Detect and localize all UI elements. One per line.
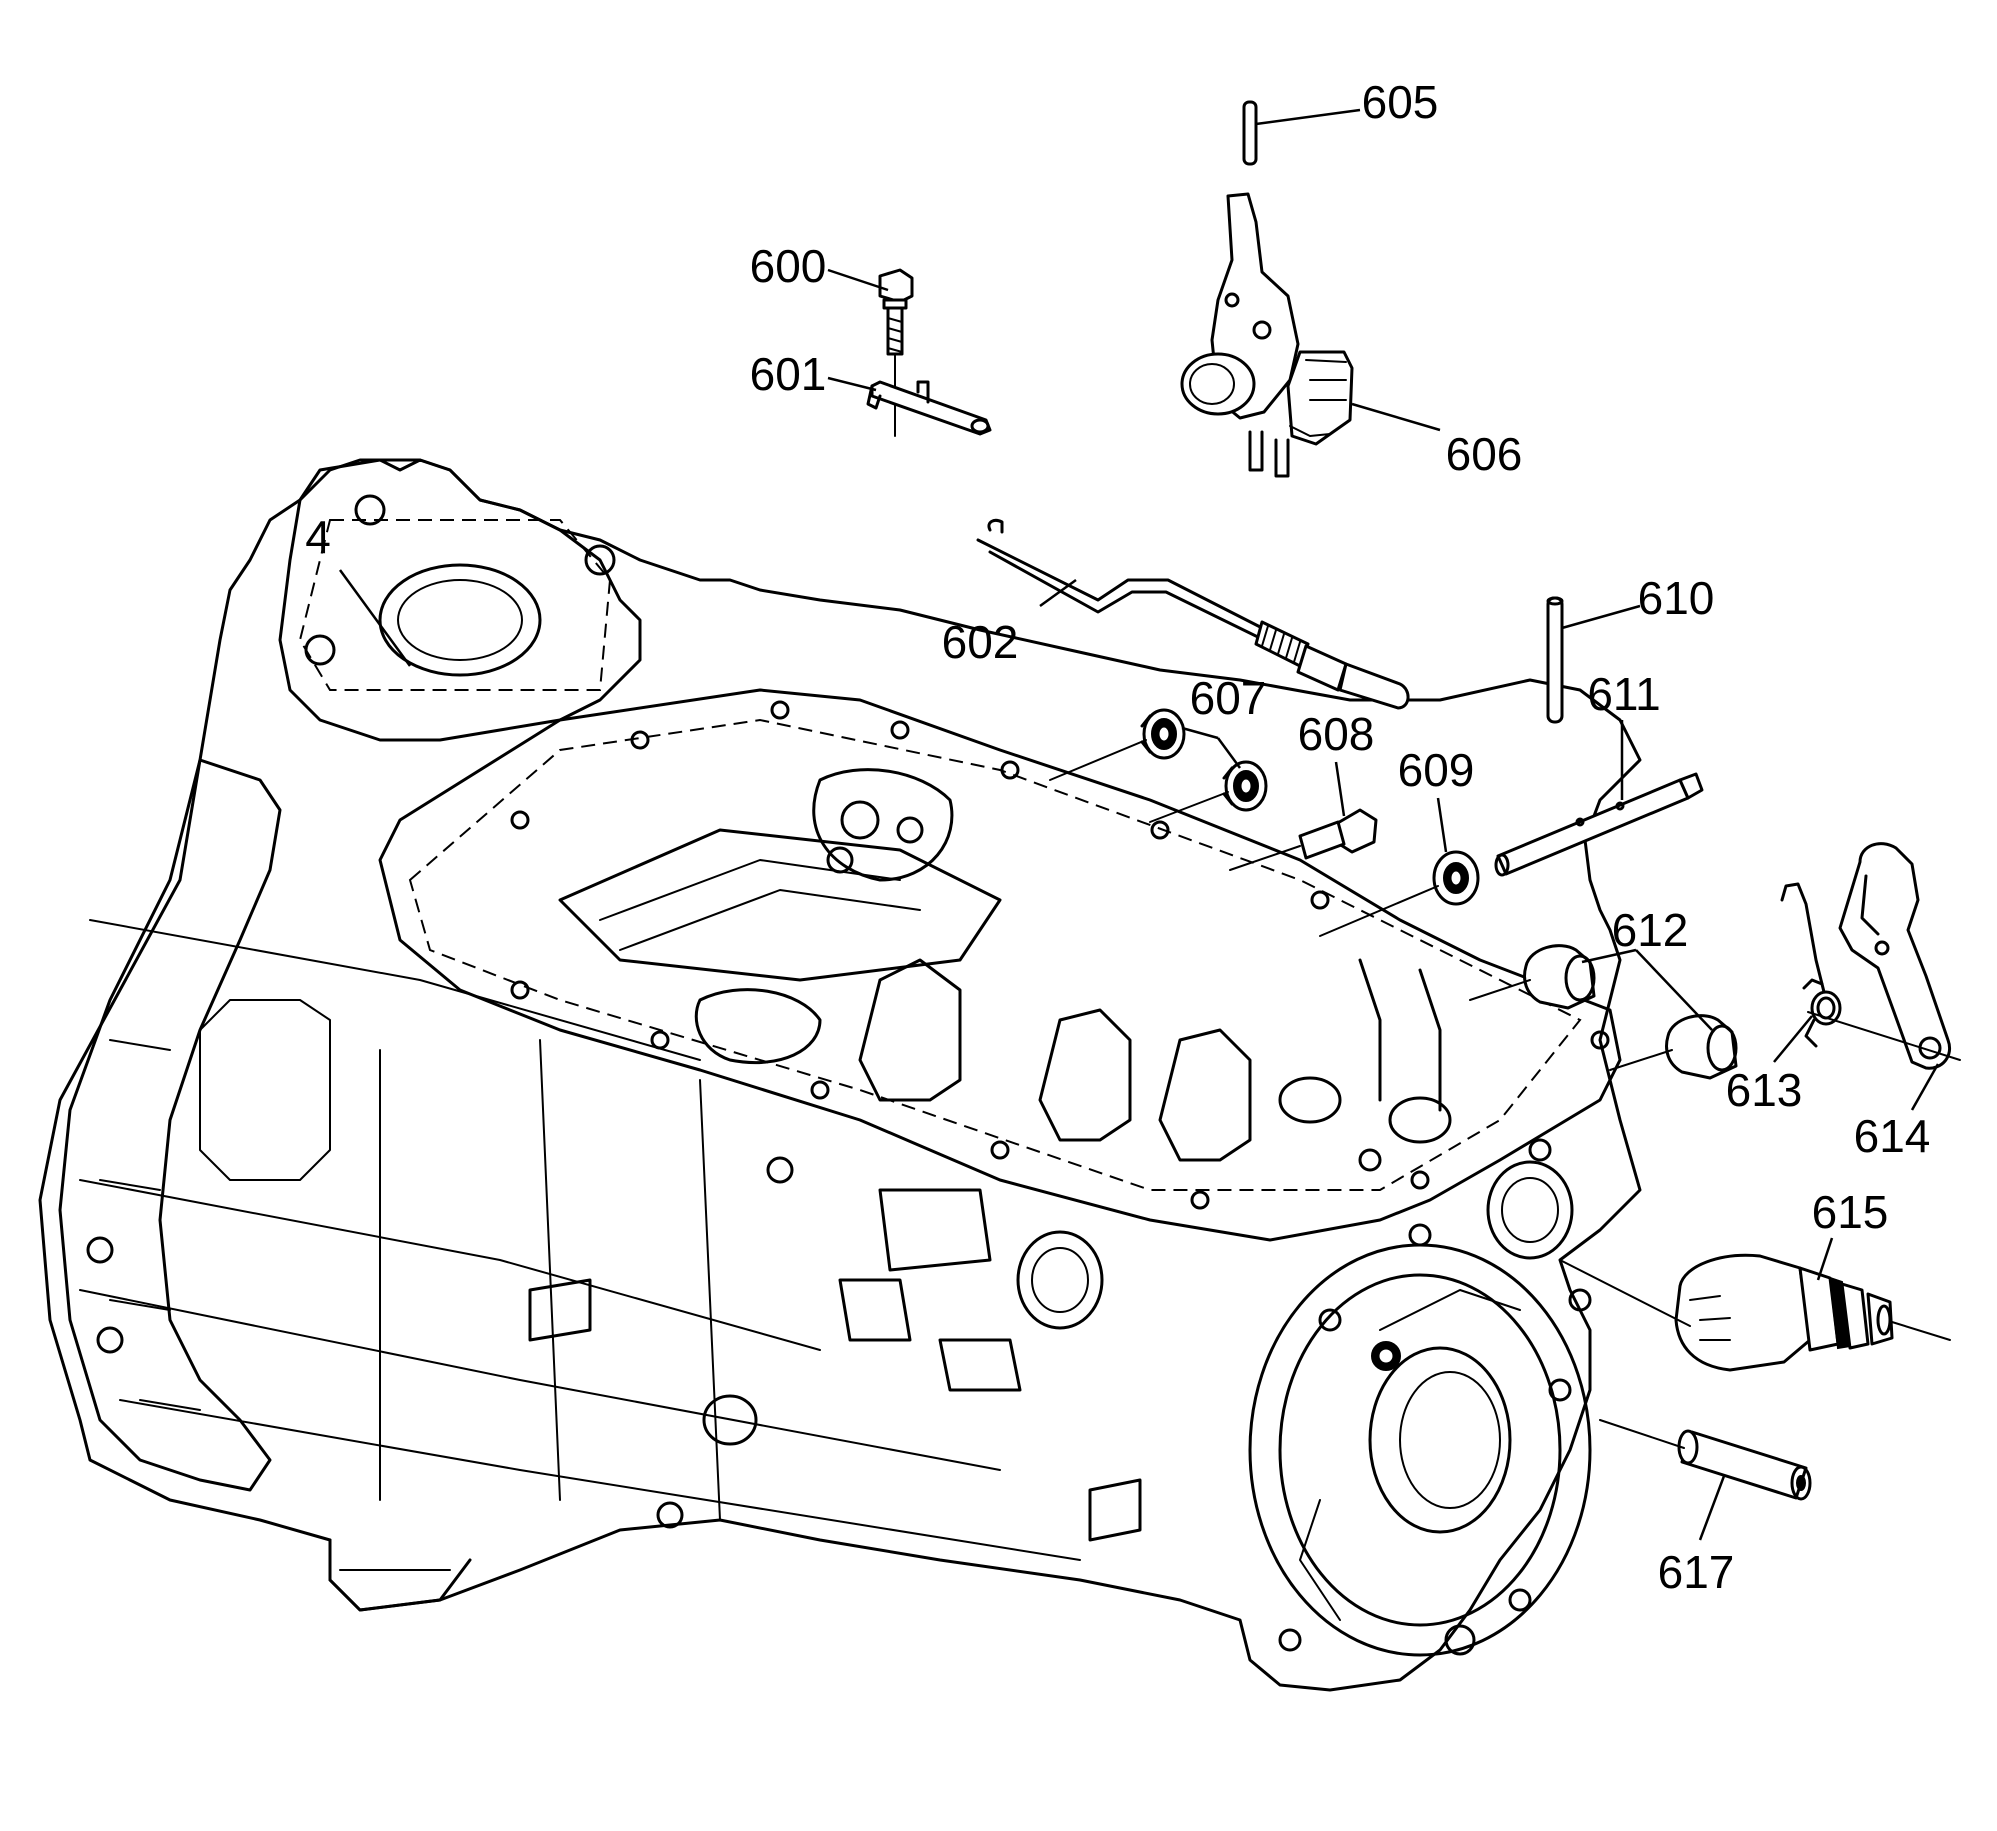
transmission-case bbox=[38, 458, 1642, 1692]
callout-614: 614 bbox=[1854, 1110, 1931, 1162]
lever-614 bbox=[1838, 842, 1951, 1070]
callout-608: 608 bbox=[1298, 708, 1375, 760]
switch-assembly-606 bbox=[1180, 192, 1354, 478]
pin-605 bbox=[1242, 100, 1258, 166]
callout-612: 612 bbox=[1612, 904, 1689, 956]
callout-615: 615 bbox=[1812, 1186, 1889, 1238]
shaft-611 bbox=[1494, 772, 1704, 877]
assembly-lines bbox=[1049, 739, 1961, 1449]
leader-lines bbox=[338, 108, 1940, 1541]
callout-607: 607 bbox=[1190, 672, 1267, 724]
bushing-612 bbox=[1523, 944, 1738, 1080]
callout-611: 611 bbox=[1587, 668, 1660, 720]
callout-labels: 4 600 601 602 605 606 607 608 609 610 61… bbox=[305, 76, 1930, 1598]
callout-4: 4 bbox=[305, 511, 331, 563]
pin-610 bbox=[1546, 596, 1564, 724]
plug-608 bbox=[1229, 808, 1378, 871]
callout-600: 600 bbox=[750, 240, 827, 292]
callout-617: 617 bbox=[1658, 1546, 1735, 1598]
callout-610: 610 bbox=[1638, 572, 1715, 624]
dowel-617 bbox=[1677, 1429, 1812, 1501]
bracket-601 bbox=[866, 380, 992, 436]
callout-601: 601 bbox=[750, 348, 827, 400]
bolt-600 bbox=[878, 268, 914, 437]
callout-605: 605 bbox=[1362, 76, 1439, 128]
callout-613: 613 bbox=[1726, 1064, 1803, 1116]
flange-bolt-holes bbox=[510, 700, 1610, 1210]
sensor-615 bbox=[1674, 1253, 1894, 1372]
callout-609: 609 bbox=[1398, 744, 1475, 796]
callout-606: 606 bbox=[1446, 428, 1523, 480]
seal-607 bbox=[1140, 708, 1268, 812]
shift-rod-602 bbox=[976, 518, 1410, 710]
seal-609 bbox=[1432, 850, 1480, 906]
callout-602: 602 bbox=[942, 616, 1019, 668]
spring-613 bbox=[1780, 882, 1842, 1048]
